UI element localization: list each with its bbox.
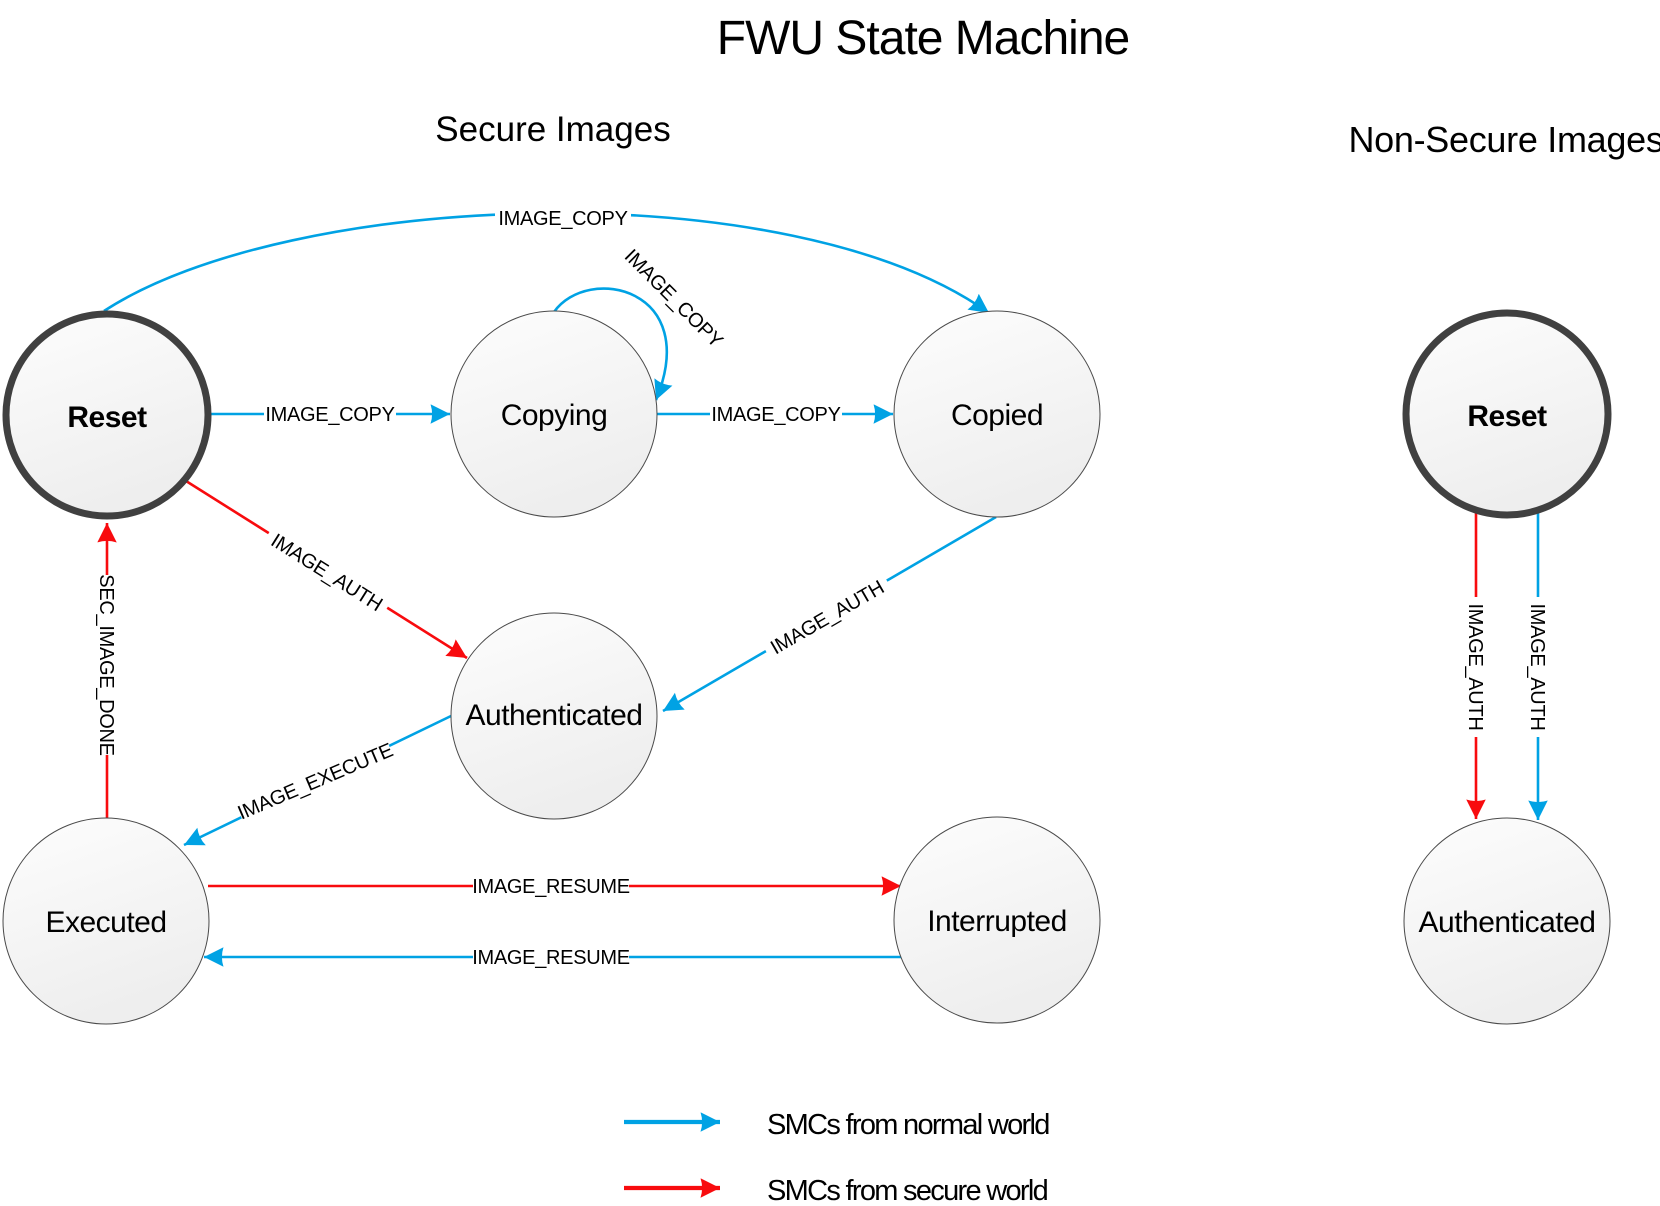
svg-text:IMAGE_COPY: IMAGE_COPY: [498, 208, 627, 230]
svg-text:IMAGE_AUTH: IMAGE_AUTH: [1526, 603, 1548, 730]
svg-text:Interrupted: Interrupted: [927, 905, 1067, 938]
svg-text:Authenticated: Authenticated: [466, 699, 643, 732]
svg-text:IMAGE_COPY: IMAGE_COPY: [265, 404, 394, 426]
svg-text:Reset: Reset: [1467, 400, 1547, 433]
svg-text:SMCs from secure world: SMCs from secure world: [767, 1175, 1048, 1206]
svg-text:SEC_IMAGE_DONE: SEC_IMAGE_DONE: [95, 574, 117, 755]
svg-text:Secure Images: Secure Images: [435, 110, 670, 149]
svg-text:IMAGE_AUTH: IMAGE_AUTH: [1464, 603, 1486, 730]
svg-text:Reset: Reset: [67, 401, 147, 434]
svg-text:IMAGE_COPY: IMAGE_COPY: [620, 245, 727, 352]
svg-text:IMAGE_EXECUTE: IMAGE_EXECUTE: [235, 739, 397, 824]
svg-text:IMAGE_RESUME: IMAGE_RESUME: [472, 947, 630, 969]
svg-text:IMAGE_COPY: IMAGE_COPY: [711, 404, 840, 426]
svg-text:IMAGE_AUTH: IMAGE_AUTH: [767, 577, 888, 660]
svg-text:Copying: Copying: [501, 399, 608, 432]
svg-text:SMCs from normal world: SMCs from normal world: [767, 1109, 1049, 1141]
svg-text:Copied: Copied: [951, 399, 1043, 432]
svg-text:IMAGE_AUTH: IMAGE_AUTH: [267, 530, 386, 616]
svg-text:Executed: Executed: [45, 906, 166, 939]
svg-text:Authenticated: Authenticated: [1419, 906, 1596, 939]
svg-text:Non-Secure Images: Non-Secure Images: [1348, 119, 1660, 160]
svg-text:FWU State Machine: FWU State Machine: [717, 12, 1129, 65]
svg-text:IMAGE_RESUME: IMAGE_RESUME: [472, 876, 630, 898]
